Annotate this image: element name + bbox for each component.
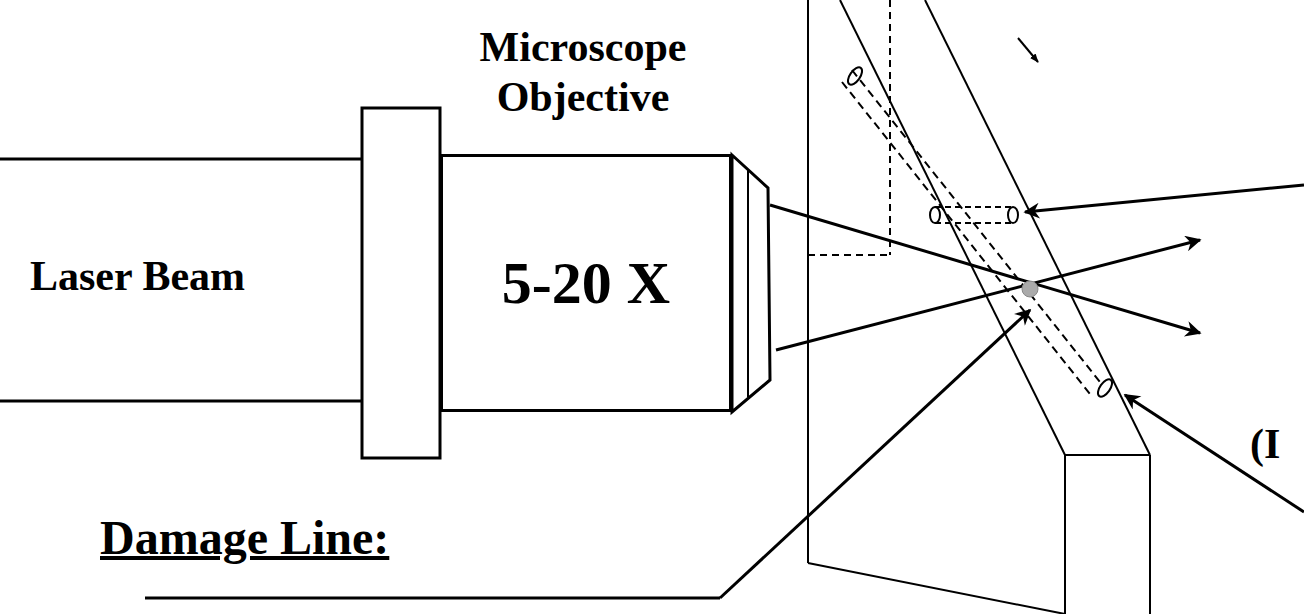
focused-beam [770, 205, 1200, 333]
damage-line [930, 207, 940, 223]
leader-line [1025, 185, 1304, 212]
beam-edge [0, 158, 362, 161]
focal-spot [1022, 281, 1038, 297]
channel [852, 70, 1100, 382]
damage-line [1008, 207, 1018, 223]
slab-hidden-edge [808, 254, 890, 256]
damage-line [935, 206, 1012, 208]
channel-end [1095, 377, 1115, 399]
damage-line [935, 222, 1012, 224]
focused-beam [776, 240, 1200, 350]
slab-edge [840, 0, 1065, 455]
cut-label: (I [1250, 420, 1280, 468]
leader-line [145, 597, 720, 600]
slab-edge [808, 563, 1065, 614]
objective-flange [362, 108, 440, 458]
channel-end [845, 65, 865, 87]
motion-arrow [1018, 38, 1038, 62]
objective-nose [747, 170, 749, 397]
slab-hidden-edge [889, 0, 891, 255]
objective-nose [732, 155, 770, 412]
slab-edge [1064, 455, 1066, 614]
beam-label: Laser Beam [30, 252, 245, 300]
slab-edge [1065, 454, 1150, 456]
slab-edge [807, 0, 809, 563]
leader-line [720, 310, 1030, 598]
beam-edge [0, 400, 362, 403]
slab-edge [1149, 455, 1151, 614]
part-label: Microscope Objective [448, 22, 718, 123]
objective-body: 5-20 X [440, 154, 732, 412]
magnification-text: 5-20 X [502, 249, 670, 318]
leader-line [1125, 395, 1304, 512]
heading-label: Damage Line: [100, 510, 389, 565]
